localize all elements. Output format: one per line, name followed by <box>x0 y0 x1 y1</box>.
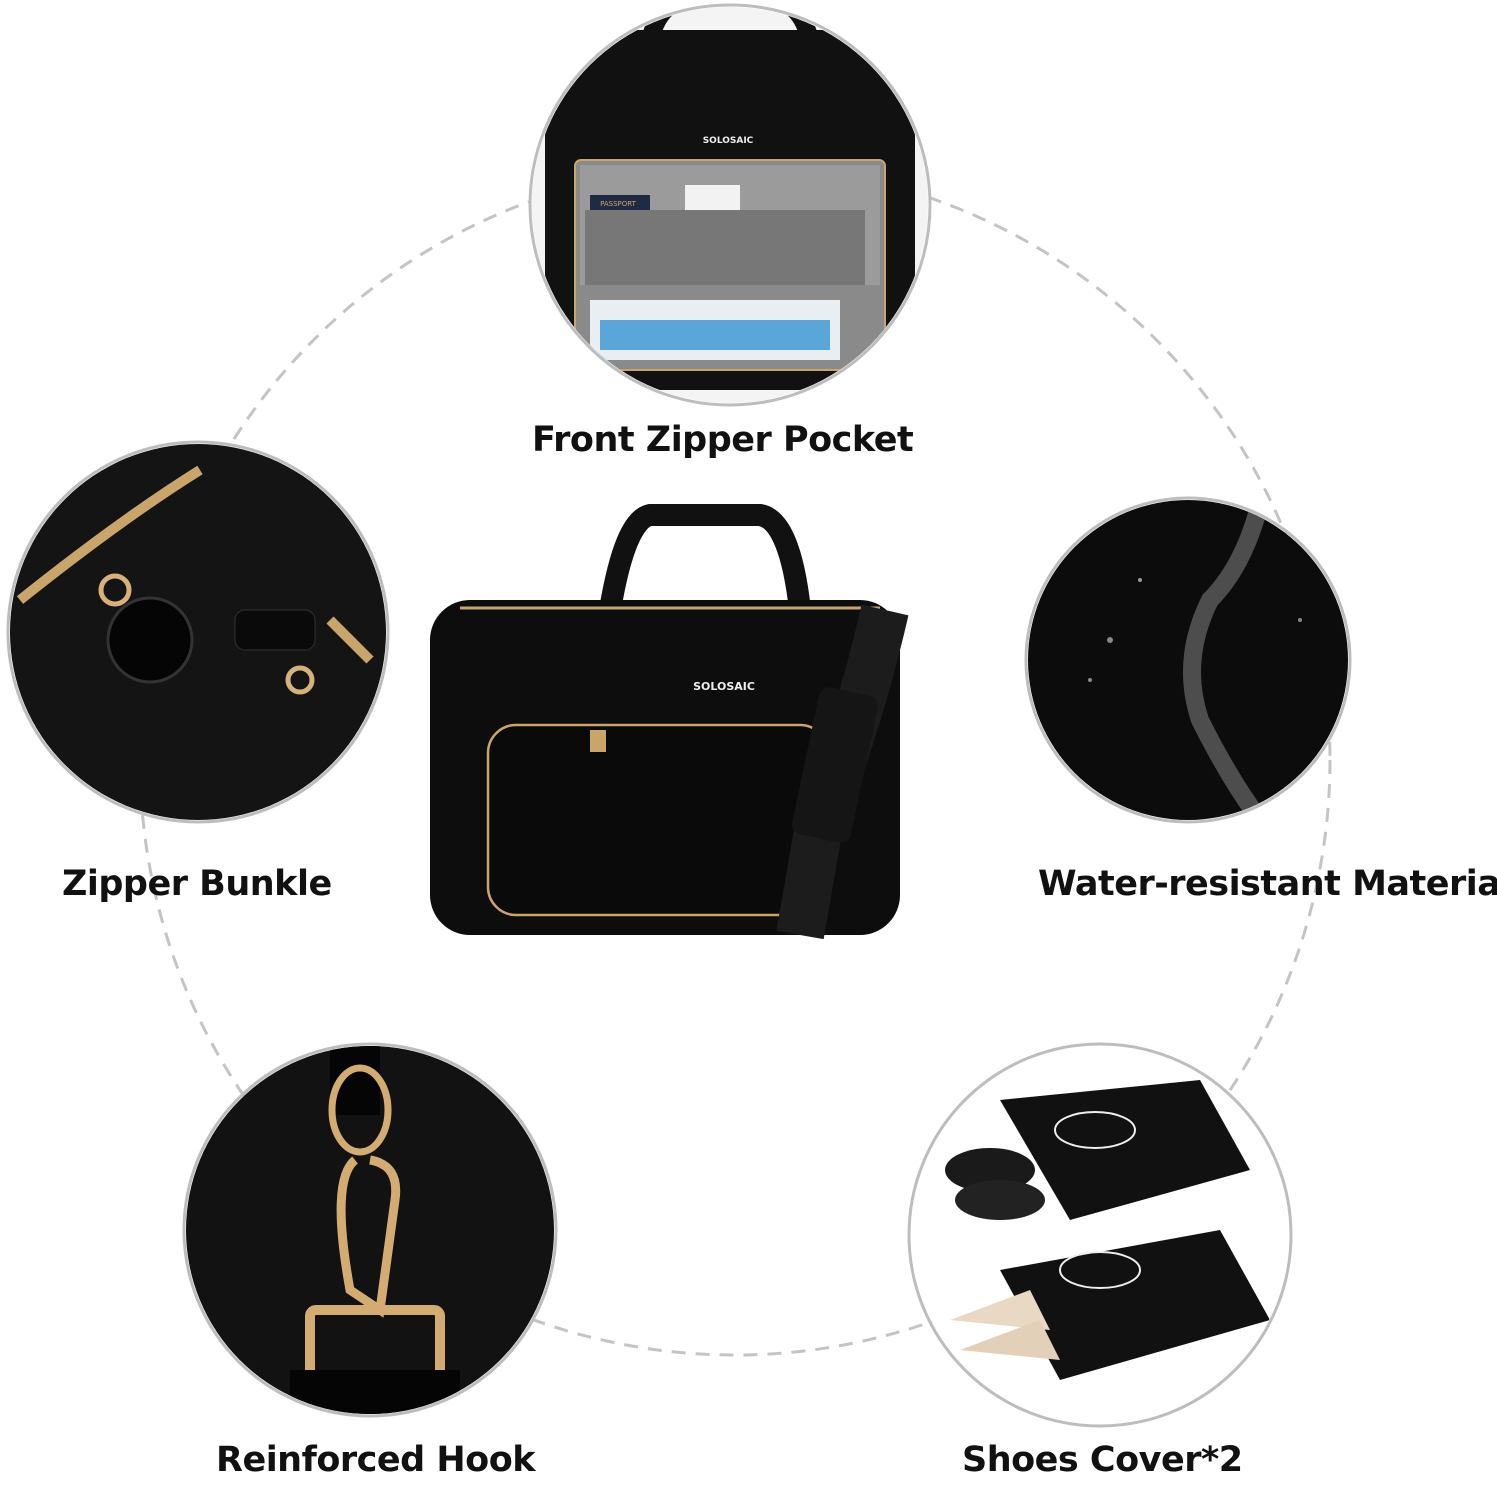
front-pocket-photo: SOLOSAIC PASSPORT <box>528 3 932 407</box>
passport-text: PASSPORT <box>600 200 637 208</box>
feature-label-shoes-cover: Shoes Cover*2 <box>962 1440 1243 1480</box>
feature-label-zipper-bunkle: Zipper Bunkle <box>62 864 332 904</box>
reinforced-hook-photo <box>182 1042 558 1418</box>
zipper-buckle-photo <box>6 440 390 824</box>
duffel-bag-photo: SOLOSAIC <box>430 504 909 940</box>
shoes-cover-photo <box>907 1042 1293 1428</box>
feature-label-front-zipper-pocket: Front Zipper Pocket <box>532 420 914 460</box>
feature-label-reinforced-hook: Reinforced Hook <box>216 1440 536 1480</box>
dashed-connector-circle <box>138 163 1332 1357</box>
bag-logo: SOLOSAIC <box>703 136 754 146</box>
bag-logo-center: SOLOSAIC <box>693 680 755 693</box>
feature-label-water-resistant: Water-resistant Materia <box>1038 864 1497 904</box>
water-resistant-photo <box>1024 496 1352 824</box>
photo-ring <box>528 3 932 407</box>
